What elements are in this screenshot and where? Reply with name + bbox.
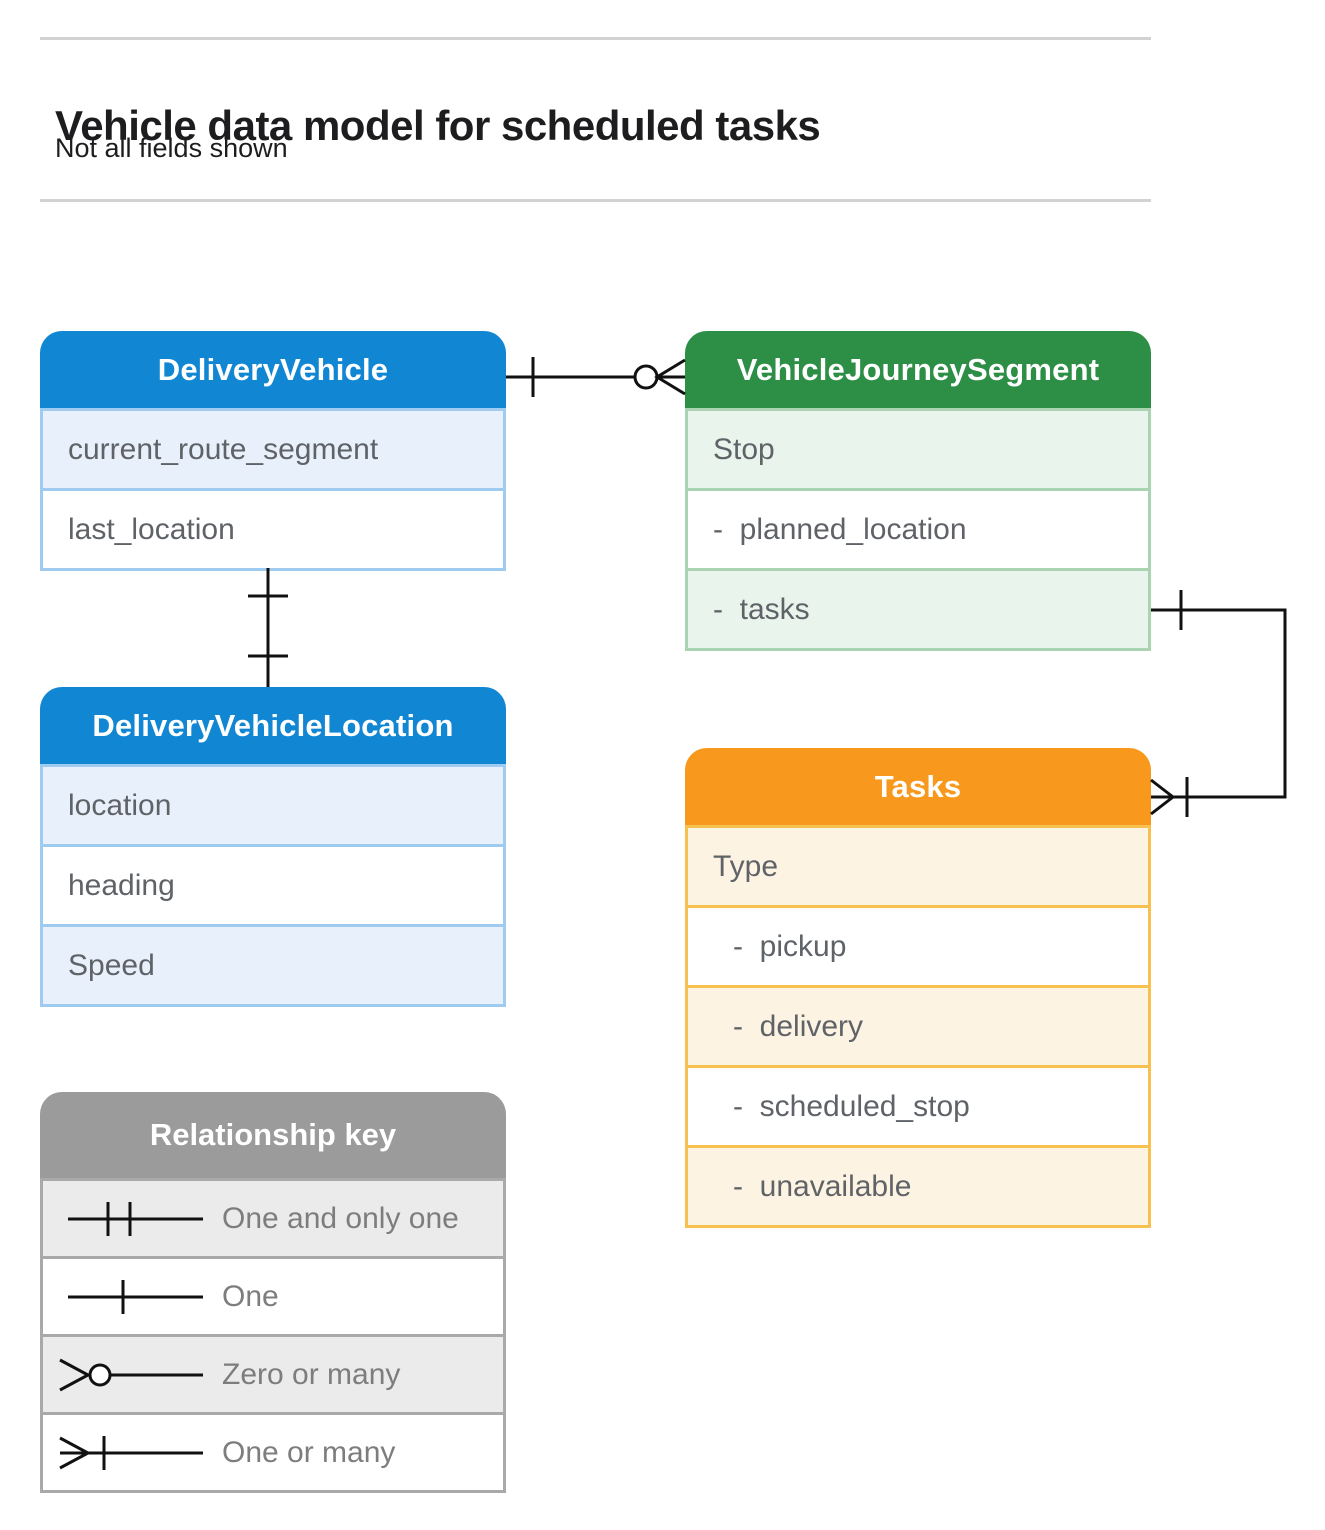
entity-tasks: Tasks Type - pickup - delivery - schedul… xyxy=(685,748,1151,1228)
field-unavailable: - unavailable xyxy=(688,1145,1148,1225)
field-heading: heading xyxy=(43,844,503,924)
entity-fields: location heading Speed xyxy=(40,764,506,1007)
legend-item-label: One xyxy=(222,1279,279,1313)
field-last-location: last_location xyxy=(43,488,503,568)
page-subtitle: Not all fields shown xyxy=(55,133,288,163)
entity-deliveryvehiclelocation: DeliveryVehicleLocation location heading… xyxy=(40,687,506,1007)
entity-title: VehicleJourneySegment xyxy=(685,331,1151,408)
connector-deliveryvehicle-to-deliveryvehiclelocation xyxy=(248,568,288,687)
one-or-many-symbol xyxy=(59,1435,203,1470)
field-stop: Stop xyxy=(688,408,1148,488)
zero-or-many-symbol xyxy=(59,1358,203,1391)
entity-title: DeliveryVehicle xyxy=(40,331,506,408)
legend-item-one-and-only-one: One and only one xyxy=(43,1178,503,1256)
entity-fields: Type - pickup - delivery - scheduled_sto… xyxy=(685,825,1151,1228)
page-title: Vehicle data model for scheduled tasks xyxy=(55,102,821,150)
entity-fields: Stop - planned_location - tasks xyxy=(685,408,1151,651)
field-scheduled-stop: - scheduled_stop xyxy=(688,1065,1148,1145)
one-symbol xyxy=(68,1279,203,1314)
field-delivery: - delivery xyxy=(688,985,1148,1065)
legend-item-label: Zero or many xyxy=(222,1357,401,1391)
header-divider xyxy=(40,199,1151,202)
relationship-key-title: Relationship key xyxy=(40,1092,506,1178)
field-planned-location: - planned_location xyxy=(688,488,1148,568)
connector-vehiclejourneysegment-tasks-to-tasks xyxy=(1150,590,1287,817)
field-location: location xyxy=(43,764,503,844)
field-pickup: - pickup xyxy=(688,905,1148,985)
legend-item-label: One and only one xyxy=(222,1201,459,1235)
field-speed: Speed xyxy=(43,924,503,1004)
top-divider xyxy=(40,37,1151,40)
one-and-only-one-symbol xyxy=(68,1201,203,1236)
legend-item-one: One xyxy=(43,1256,503,1334)
entity-vehiclejourneysegment: VehicleJourneySegment Stop - planned_loc… xyxy=(685,331,1151,651)
legend-item-one-or-many: One or many xyxy=(43,1412,503,1490)
field-tasks: - tasks xyxy=(688,568,1148,648)
entity-title: DeliveryVehicleLocation xyxy=(40,687,506,764)
entity-deliveryvehicle: DeliveryVehicle current_route_segment la… xyxy=(40,331,506,571)
entity-fields: current_route_segment last_location xyxy=(40,408,506,571)
entity-title: Tasks xyxy=(685,748,1151,825)
field-current-route-segment: current_route_segment xyxy=(43,408,503,488)
legend-item-zero-or-many: Zero or many xyxy=(43,1334,503,1412)
connector-deliveryvehicle-to-vehiclejourneysegment xyxy=(506,357,686,397)
relationship-key-rows: One and only one One Zero or many One or… xyxy=(40,1178,506,1493)
legend-item-label: One or many xyxy=(222,1435,396,1469)
field-type: Type xyxy=(688,825,1148,905)
relationship-key: Relationship key One and only one One Ze… xyxy=(40,1092,506,1493)
